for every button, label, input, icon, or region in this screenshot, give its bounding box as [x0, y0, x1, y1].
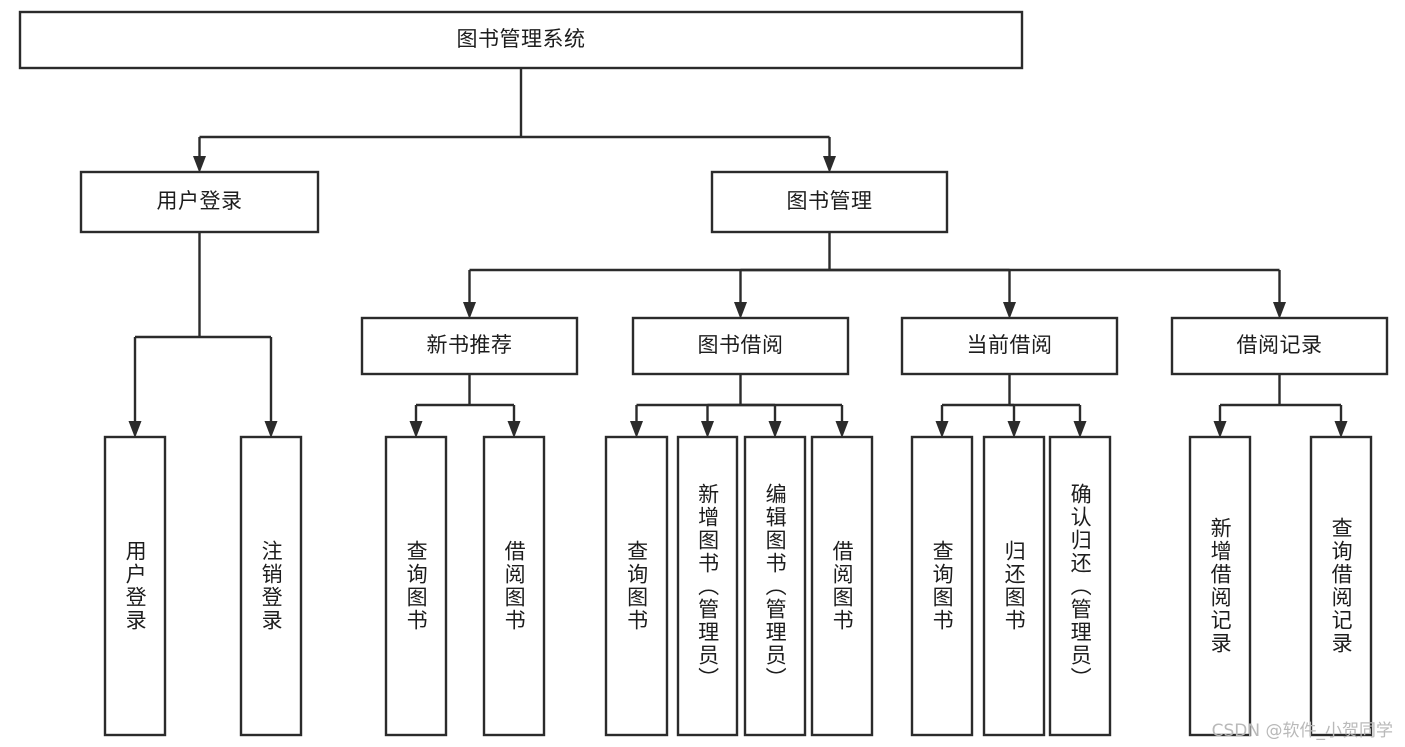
- arrow-head-icon: [823, 156, 836, 173]
- node-box-borrow-record[interactable]: [1170, 316, 1389, 376]
- arrow-head-icon: [1003, 302, 1016, 319]
- watermark-text: CSDN @软件_小贺同学: [1211, 721, 1393, 741]
- arrow-head-icon: [507, 421, 521, 438]
- node-box-leaf-query-record[interactable]: [1309, 435, 1373, 737]
- node-box-leaf-add-book[interactable]: [676, 435, 739, 737]
- node-box-leaf-add-record[interactable]: [1188, 435, 1252, 737]
- node-box-leaf-borrow-book-1[interactable]: [482, 435, 546, 737]
- arrow-head-icon: [128, 421, 142, 438]
- arrow-head-icon: [1273, 302, 1286, 319]
- node-box-leaf-query-book-1[interactable]: [384, 435, 448, 737]
- arrow-head-icon: [701, 421, 714, 438]
- arrow-head-icon: [835, 421, 849, 438]
- arrow-head-icon: [1213, 421, 1227, 438]
- node-box-user-login[interactable]: [79, 170, 320, 234]
- arrow-head-icon: [935, 421, 949, 438]
- arrow-head-icon: [1073, 421, 1087, 438]
- arrow-head-icon: [1334, 421, 1348, 438]
- arrow-head-icon: [768, 421, 782, 438]
- node-box-book-borrow[interactable]: [631, 316, 850, 376]
- node-box-leaf-user-login[interactable]: [103, 435, 167, 737]
- node-box-leaf-query-book-3[interactable]: [910, 435, 974, 737]
- arrow-head-icon: [630, 421, 643, 438]
- arrow-head-icon: [264, 421, 278, 438]
- node-box-leaf-borrow-book-2[interactable]: [810, 435, 874, 737]
- arrow-head-icon: [463, 302, 476, 319]
- node-box-leaf-return-book[interactable]: [982, 435, 1046, 737]
- node-box-current-borrow[interactable]: [900, 316, 1119, 376]
- node-box-new-book-rec[interactable]: [360, 316, 579, 376]
- node-box-leaf-query-book-2[interactable]: [604, 435, 669, 737]
- node-box-leaf-logout[interactable]: [239, 435, 303, 737]
- arrow-head-icon: [734, 302, 747, 319]
- arrow-head-icon: [193, 156, 206, 173]
- node-box-root[interactable]: [18, 10, 1024, 70]
- arrow-head-icon: [409, 421, 423, 438]
- arrow-head-icon: [1007, 421, 1021, 438]
- node-box-leaf-edit-book[interactable]: [743, 435, 807, 737]
- node-box-leaf-confirm-return[interactable]: [1048, 435, 1112, 737]
- node-box-book-manage[interactable]: [710, 170, 949, 234]
